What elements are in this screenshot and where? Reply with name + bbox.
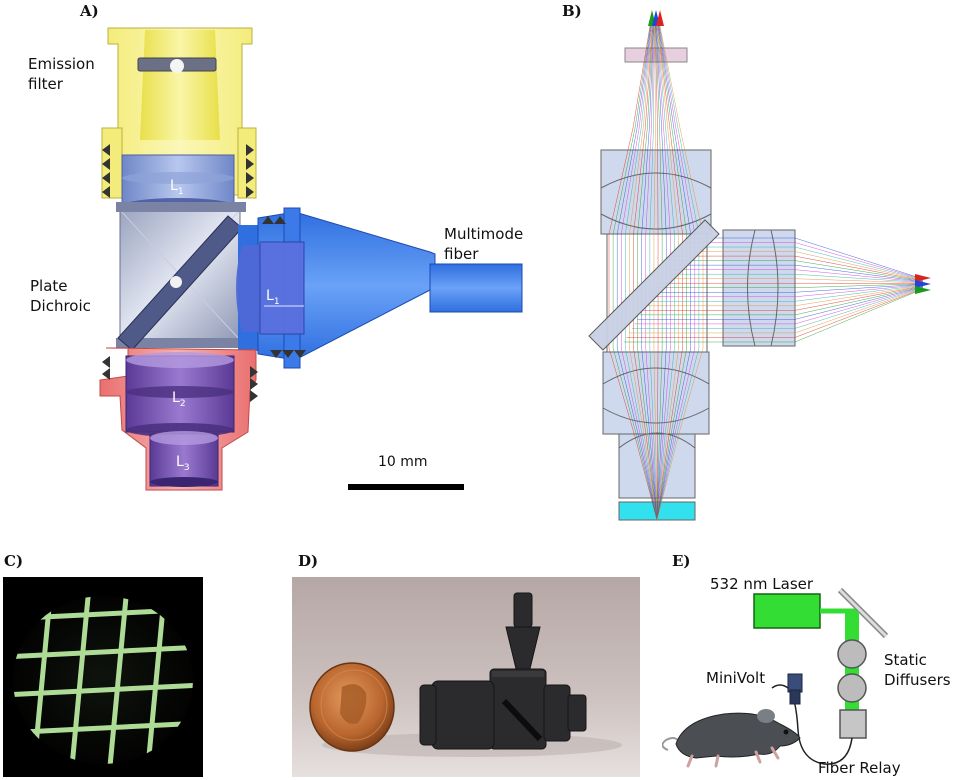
panel-a-cross-section: L1 L1 [99,27,523,491]
raytrace-ray [653,283,924,293]
raytrace-ray [656,283,924,288]
raytrace-ray [637,286,924,320]
lens-l2: L2 [125,352,235,437]
raytrace-ray [656,25,671,521]
emission-filter-label: Emission filter [28,54,95,94]
raytrace-ray [612,25,658,521]
panel-letter-e: E) [672,552,691,570]
emission-filter-label-line1: Emission [28,55,95,73]
raytrace-ray [645,285,924,307]
raytrace-ray [626,288,924,338]
raytrace-lower-lens [602,351,710,435]
lens-l1-top-label: L1 [170,178,184,197]
lens-l3: L3 [149,431,219,487]
thread-bottom-right [250,366,258,402]
lens-l1-side: L1 [236,241,305,335]
multimode-fiber-label-line2: fiber [444,245,479,263]
thread-top-right [246,144,254,198]
lens-l3-label: L3 [176,454,190,473]
raytrace-ray [616,25,658,521]
raytrace-ray [686,237,924,280]
static-diffusers-label: Static Diffusers [884,650,951,690]
raytrace-ray [608,25,658,521]
raytrace-ray [634,287,924,325]
raytrace-ray [656,25,691,521]
raytrace-focus-right-red [915,274,931,282]
raytrace-ray [655,25,667,521]
raytrace-focus-right-green [915,286,931,294]
raytrace-focus-top-red [656,10,664,26]
raytrace-ray [669,264,924,282]
raytrace-ray [656,25,704,521]
panel-letter-c: C) [4,552,24,570]
raytrace-ray [623,288,924,343]
raytrace-ray [656,25,687,521]
raytrace-dichroic [588,219,720,351]
penny-coin [309,662,395,752]
static-diffuser-2 [837,673,867,703]
raytrace-ray [656,25,683,521]
raytrace-ray [656,25,700,521]
plate-dichroic-label-line2: Dichroic [30,297,91,315]
static-diffusers-label-line1: Static [884,651,927,669]
panel-b-raytrace [588,10,931,521]
raytrace-ray [656,25,696,521]
thread-bottom-left [102,356,110,380]
raytrace-ray [675,255,924,281]
raytrace-right-lens [722,229,796,347]
raytrace-upper-lens [600,149,712,235]
lens-l2-label: L2 [172,390,186,409]
fiber-relay-box [839,709,867,739]
raytrace-ray [672,260,924,282]
raytrace-focus-right-blue [915,280,931,288]
scale-bar [348,484,464,490]
mouse-icon [662,709,801,768]
device-dichroic-slot [501,698,543,742]
raytrace-ray [621,25,658,521]
panel-c-grid-image [3,577,203,777]
multimode-fiber-label: Multimode fiber [444,224,523,264]
minivolt-device [787,673,803,705]
raytrace-ray [656,25,679,521]
laser-label: 532 nm Laser [710,575,814,593]
raytrace-ray [642,285,924,311]
multimode-fiber-label-line1: Multimode [444,225,524,243]
panel-e-setup-schematic [662,587,889,768]
lens-l1-side-label: L1 [266,288,280,307]
laser-box [753,593,821,629]
thread-side-top [262,216,286,224]
raytrace-ray [629,287,924,334]
fiber-relay-label: Fiber Relay [818,759,901,777]
emission-filter-housing [101,27,257,199]
panel-letter-b: B) [562,2,582,20]
raytrace-ray [680,246,924,281]
minivolt-label: MiniVolt [706,669,766,687]
scale-bar-label: 10 mm [378,454,428,470]
raytrace-ray [629,25,658,521]
raytrace-ray [640,286,924,316]
raytrace-ray [661,278,924,284]
panel-letter-d: D) [298,552,319,570]
fiber-cable [771,684,853,765]
thread-top-left [102,144,110,198]
raytrace-ray [648,284,924,302]
raytrace-ray [650,284,924,298]
raytrace-ray [656,25,675,521]
raytrace-ray [664,273,924,283]
thread-side-bottom [270,350,306,358]
static-diffusers-label-line2: Diffusers [884,671,951,689]
raytrace-ray [631,287,924,329]
panel-letter-a: A) [80,2,99,20]
plate-dichroic-label: Plate Dichroic [30,276,91,316]
panel-d-device-photo [292,577,640,777]
raytrace-ray [625,25,658,521]
static-diffuser-1 [837,639,867,669]
plate-dichroic-label-line1: Plate [30,277,68,295]
device-body [419,592,587,750]
emission-filter-label-line2: filter [28,75,63,93]
raytrace-ray [667,269,924,283]
